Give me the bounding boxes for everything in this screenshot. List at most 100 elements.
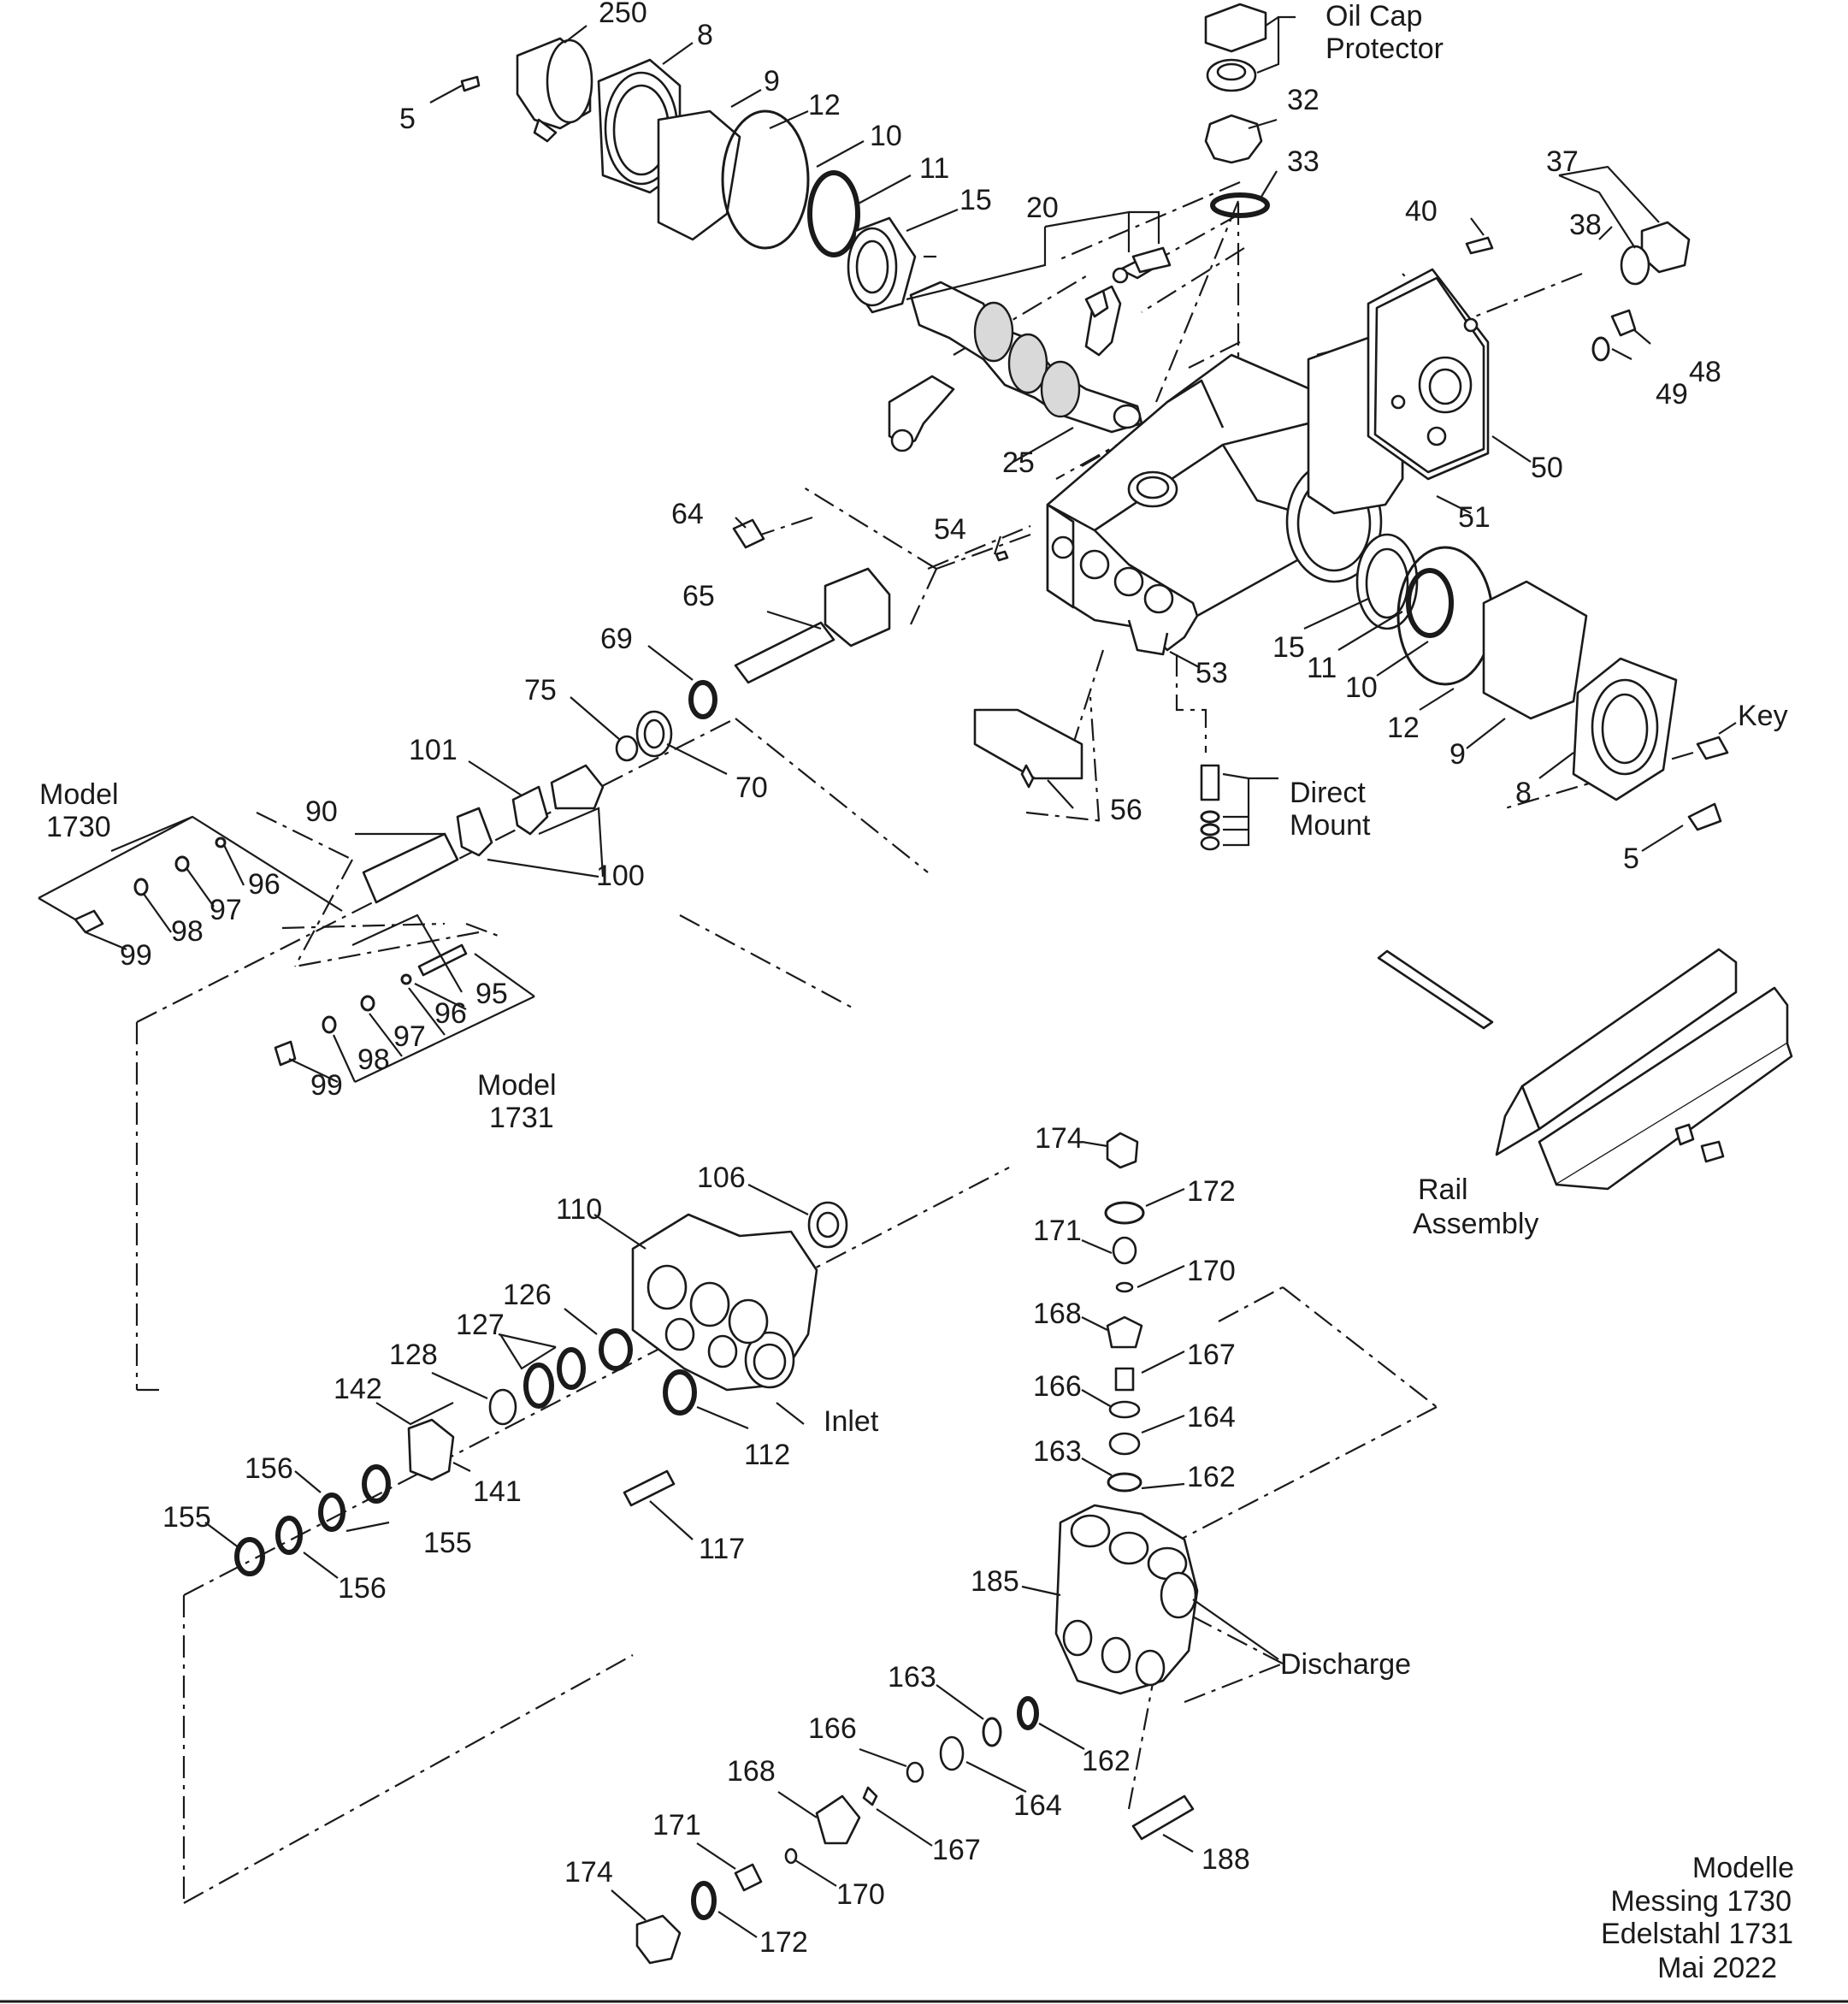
label-5-front: 5 xyxy=(399,103,416,135)
label-172-bottom: 172 xyxy=(759,1926,808,1959)
label-65: 65 xyxy=(682,580,715,612)
label-37: 37 xyxy=(1546,145,1579,178)
rail-assembly-caption-line2: Assembly xyxy=(1413,1208,1538,1240)
label-49: 49 xyxy=(1656,378,1688,411)
label-101: 101 xyxy=(409,734,458,766)
footer-line-1: Modelle xyxy=(1692,1852,1794,1884)
label-95: 95 xyxy=(475,978,508,1010)
label-126: 126 xyxy=(503,1279,552,1311)
inlet-manifold xyxy=(234,1201,848,1576)
discharge-caption: Discharge xyxy=(1280,1648,1411,1681)
inlet-caption: Inlet xyxy=(824,1405,879,1438)
label-166-top: 166 xyxy=(1033,1370,1082,1403)
label-168-top: 168 xyxy=(1033,1298,1082,1330)
part-number-labels: 250 8 5 9 12 10 11 15 20 25 32 33 37 38 … xyxy=(120,0,1721,1959)
label-163-top: 163 xyxy=(1033,1435,1082,1468)
rear-bearing-stack xyxy=(1355,533,1729,831)
label-155-a: 155 xyxy=(162,1501,211,1534)
footer-line-3: Edelstahl 1731 xyxy=(1601,1918,1793,1950)
label-163-bottom: 163 xyxy=(888,1661,936,1694)
direct-mount-caption-line2: Mount xyxy=(1290,809,1371,842)
label-56: 56 xyxy=(1110,794,1142,826)
oil-cap-protector-caption-line2: Protector xyxy=(1325,33,1444,65)
label-174-bottom: 174 xyxy=(564,1856,613,1889)
label-12-rear: 12 xyxy=(1387,712,1420,744)
label-100: 100 xyxy=(596,860,645,892)
rail-assembly xyxy=(1377,948,1793,1191)
plunger-parts xyxy=(362,518,1009,904)
label-128: 128 xyxy=(389,1339,438,1371)
label-155-b: 155 xyxy=(423,1527,472,1559)
label-156-b: 156 xyxy=(338,1572,387,1605)
label-54: 54 xyxy=(934,513,966,546)
label-174-top: 174 xyxy=(1035,1122,1083,1155)
model-1730-caption: Model xyxy=(39,778,119,811)
label-15-rear: 15 xyxy=(1272,631,1305,664)
label-127: 127 xyxy=(456,1309,505,1341)
label-168-bottom: 168 xyxy=(727,1755,776,1788)
label-117: 117 xyxy=(699,1533,745,1565)
label-166-bottom: 166 xyxy=(808,1712,857,1745)
label-90: 90 xyxy=(305,795,338,828)
label-162-top: 162 xyxy=(1187,1461,1236,1493)
discharge-manifold xyxy=(635,1132,1199,1965)
label-141: 141 xyxy=(473,1475,522,1508)
label-12-front: 12 xyxy=(808,89,841,121)
label-53: 53 xyxy=(1196,657,1228,689)
label-167-bottom: 167 xyxy=(932,1834,981,1866)
label-164-top: 164 xyxy=(1187,1401,1236,1434)
label-69: 69 xyxy=(600,623,633,655)
label-96-b: 96 xyxy=(434,997,467,1030)
label-75: 75 xyxy=(524,674,557,706)
label-99-b: 99 xyxy=(310,1069,343,1102)
footer-line-2: Messing 1730 xyxy=(1610,1885,1792,1918)
label-9-front: 9 xyxy=(764,65,780,98)
label-164-bottom: 164 xyxy=(1013,1789,1062,1822)
label-98-b: 98 xyxy=(357,1043,390,1076)
label-8-front: 8 xyxy=(697,19,713,51)
label-97-b: 97 xyxy=(393,1020,426,1053)
oil-cap-parts xyxy=(1204,3,1691,362)
leader-lines xyxy=(38,15,1737,1938)
label-142: 142 xyxy=(334,1373,382,1405)
label-8-rear: 8 xyxy=(1515,777,1532,809)
label-5-rear: 5 xyxy=(1623,842,1639,875)
label-10-front: 10 xyxy=(870,120,902,152)
label-171-bottom: 171 xyxy=(652,1809,701,1841)
model-1730-caption-line2: 1730 xyxy=(46,811,111,843)
label-172-top: 172 xyxy=(1187,1175,1236,1208)
label-188: 188 xyxy=(1201,1843,1250,1876)
label-51: 51 xyxy=(1458,501,1491,534)
label-106: 106 xyxy=(697,1162,746,1194)
label-10-rear: 10 xyxy=(1345,671,1378,704)
label-112: 112 xyxy=(744,1439,790,1471)
label-110: 110 xyxy=(556,1193,602,1226)
label-98-a: 98 xyxy=(171,915,204,948)
rear-cover-and-gasket xyxy=(1307,268,1490,515)
label-48: 48 xyxy=(1689,356,1721,388)
label-97-a: 97 xyxy=(210,894,242,926)
label-38: 38 xyxy=(1569,209,1602,241)
label-64: 64 xyxy=(671,498,704,530)
front-bearing-stack xyxy=(460,37,917,314)
label-250: 250 xyxy=(599,0,647,29)
model-1731-caption: Model xyxy=(477,1069,557,1102)
rail-assembly-caption: Rail xyxy=(1418,1173,1468,1206)
label-96-a: 96 xyxy=(248,868,280,901)
model-info-footer: Modelle Messing 1730 Edelstahl 1731 Mai … xyxy=(1601,1852,1794,1984)
label-162-bottom: 162 xyxy=(1082,1745,1131,1777)
label-9-rear: 9 xyxy=(1449,738,1466,771)
oil-pan-and-mount xyxy=(973,708,1220,851)
label-32: 32 xyxy=(1287,84,1320,116)
label-33: 33 xyxy=(1287,145,1320,178)
label-11-front: 11 xyxy=(919,152,949,185)
crankshaft-assembly xyxy=(888,246,1172,452)
label-99-a: 99 xyxy=(120,939,152,972)
label-167-top: 167 xyxy=(1187,1339,1236,1371)
label-50: 50 xyxy=(1531,452,1563,484)
label-15-front: 15 xyxy=(959,184,992,216)
model-1731-caption-line2: 1731 xyxy=(489,1102,554,1134)
oil-cap-protector-caption: Oil Cap xyxy=(1325,0,1422,33)
label-171-top: 171 xyxy=(1033,1215,1082,1247)
captions: Oil Cap Protector Direct Mount Key Model… xyxy=(39,0,1788,1681)
